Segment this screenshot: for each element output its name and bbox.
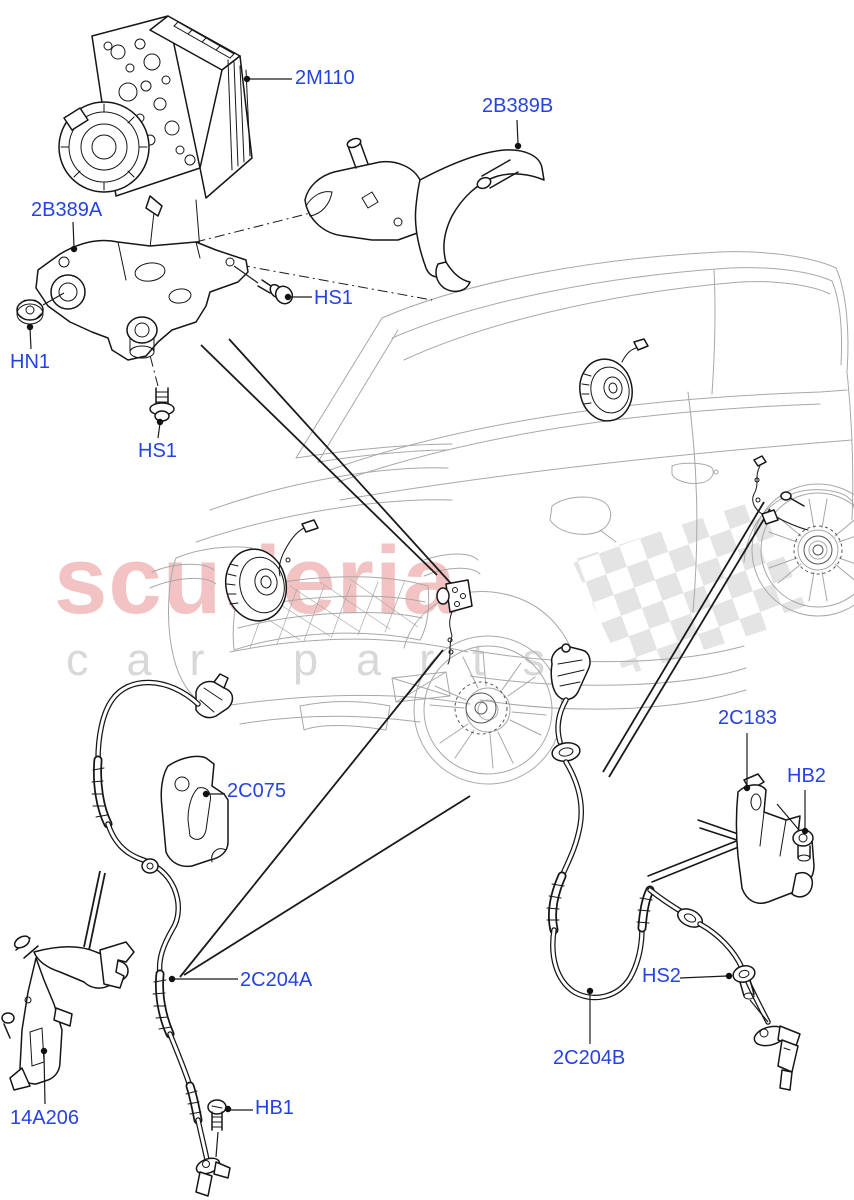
- bracket-2C075: [160, 755, 229, 868]
- bracket-2B389A: [35, 239, 249, 361]
- part-label-14A206[interactable]: 14A206: [10, 1107, 79, 1129]
- watermark-tagline-text: car parts: [66, 634, 584, 685]
- front-abs-sensor-cable-2C204A: [91, 673, 234, 1197]
- front-brake-disc-and-sensor: [224, 519, 319, 622]
- part-label-2C183[interactable]: 2C183: [718, 707, 777, 729]
- part-label-HS2[interactable]: HS2: [642, 965, 681, 987]
- leader-lines: [83, 197, 771, 978]
- vehicle-outline: [149, 251, 854, 785]
- part-label-2B389B[interactable]: 2B389B: [482, 95, 554, 117]
- rear-sensor-installed: [752, 455, 809, 531]
- part-label-2C204B[interactable]: 2C204B: [553, 1047, 626, 1069]
- abs-reluctor-rings: [454, 525, 843, 735]
- bracket-14A206: [1, 935, 135, 1091]
- bracket-2B389B: [304, 137, 545, 293]
- bolt-HS1-upper: [233, 265, 294, 305]
- label-leader-lines: [26, 75, 809, 1113]
- part-label-2C204A[interactable]: 2C204A: [240, 969, 313, 991]
- rear-brake-disc-and-sensor: [579, 338, 649, 422]
- part-label-2M110[interactable]: 2M110: [295, 67, 355, 89]
- abs-module-2M110: [58, 15, 253, 217]
- bolt-HB1: [207, 1099, 227, 1158]
- part-label-HB1[interactable]: HB1: [255, 1097, 294, 1119]
- bolt-HS1-lower: [149, 387, 175, 422]
- part-label-HS1-lower[interactable]: HS1: [138, 440, 177, 462]
- part-label-2C075[interactable]: 2C075: [227, 780, 286, 802]
- part-label-2B389A[interactable]: 2B389A: [31, 199, 103, 221]
- nut-HN1: [16, 292, 65, 325]
- part-label-HS1-upper[interactable]: HS1: [314, 287, 353, 309]
- abs-module-installed: [436, 579, 473, 665]
- part-label-HB2[interactable]: HB2: [787, 765, 826, 787]
- rear-abs-sensor-cable-2C204B: [546, 643, 801, 1091]
- bracket-2C183: [647, 773, 815, 904]
- bolt-HS2: [732, 965, 769, 1023]
- part-label-HN1[interactable]: HN1: [10, 351, 51, 373]
